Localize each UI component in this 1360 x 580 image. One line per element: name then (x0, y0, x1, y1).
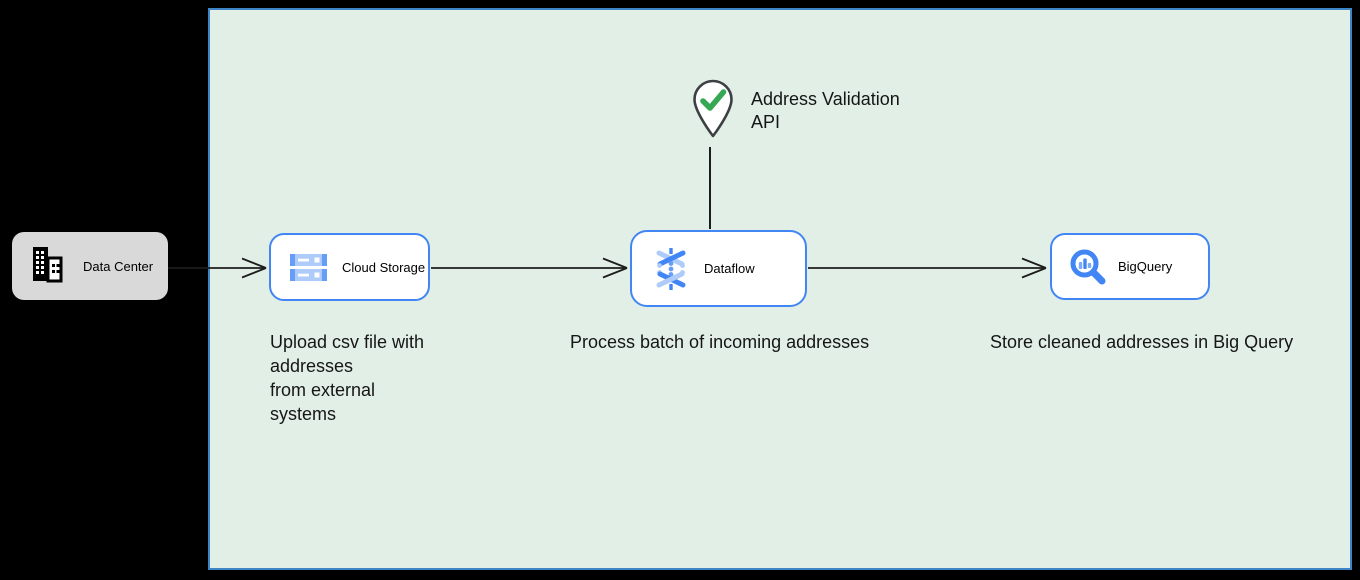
building-icon (29, 245, 65, 288)
node-data-center[interactable]: Data Center (12, 232, 168, 300)
bigquery-icon (1069, 248, 1106, 285)
node-label-bigquery: BigQuery (1118, 259, 1173, 274)
caption-process-batch: Process batch of incoming addresses (570, 332, 870, 352)
node-cloud-storage[interactable]: Cloud Storage (269, 233, 430, 301)
node-label-data-center: Data Center (83, 258, 154, 274)
node-dataflow[interactable]: Dataflow (630, 230, 807, 307)
dataflow-icon (652, 247, 690, 290)
node-label-dataflow: Dataflow (704, 261, 755, 276)
cloud-storage-icon (288, 252, 329, 283)
caption-upload-csv: Upload csv file with addresses from exte… (270, 332, 425, 424)
api-marker-label: Address Validation API (751, 89, 900, 132)
node-bigquery[interactable]: BigQuery (1050, 233, 1210, 300)
caption-store-cleaned: Store cleaned addresses in Big Query (990, 332, 1294, 352)
node-label-cloud-storage: Cloud Storage (342, 259, 426, 275)
map-pin-check-icon (690, 79, 736, 144)
